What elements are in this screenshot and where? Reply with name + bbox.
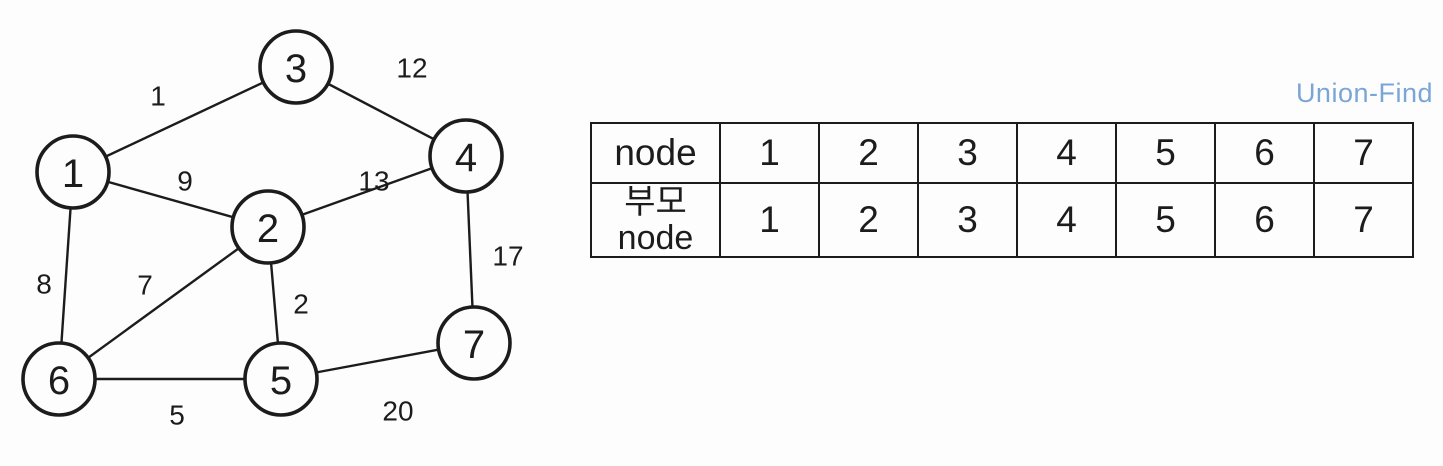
parent-node-row-cell-1: 1 [719, 181, 820, 259]
parent-node-row-cell-4: 4 [1016, 181, 1117, 259]
edge-weight-label: 9 [177, 166, 193, 197]
row-header-node-row: node [590, 122, 721, 184]
node-row-cell-6: 6 [1214, 122, 1315, 184]
node-row-cell-4: 4 [1016, 122, 1117, 184]
parent-node-row-cell-2: 2 [818, 181, 919, 259]
parent-node-row-cell-3: 3 [917, 181, 1018, 259]
edge-weight-label: 2 [293, 289, 309, 320]
graph-edge-1-3: 1 [72, 65, 297, 174]
node-label: 3 [285, 47, 307, 91]
graph-node-2: 2 [230, 189, 306, 265]
parent-node-row-cell-7: 7 [1313, 181, 1414, 259]
node-row-cell-1: 1 [719, 122, 820, 184]
edge-weight-label: 13 [358, 166, 389, 197]
node-circle [21, 341, 97, 417]
node-circle [436, 305, 512, 381]
node-circle [243, 341, 319, 417]
edge-weight-label: 8 [36, 269, 52, 300]
graph-edge-2-6: 7 [58, 226, 269, 380]
edge-weight-label: 12 [396, 53, 427, 84]
edge-weight-label: 1 [150, 81, 166, 112]
edge-weight-label: 17 [492, 241, 523, 272]
union-find-title: Union-Find [1295, 78, 1433, 108]
node-row-cell-7: 7 [1313, 122, 1414, 184]
node-circle [35, 134, 111, 210]
node-label: 5 [270, 359, 292, 403]
row-header-line: node [617, 219, 694, 258]
edge-weight-label: 5 [169, 400, 185, 431]
node-circle [258, 29, 334, 105]
node-label: 1 [62, 152, 84, 196]
node-label: 7 [463, 323, 485, 367]
graph-node-1: 1 [35, 134, 111, 210]
graph-node-4: 4 [428, 118, 504, 194]
node-row-cell-5: 5 [1115, 122, 1216, 184]
graph-node-3: 3 [258, 29, 334, 105]
node-label: 2 [257, 207, 279, 251]
graph-node-6: 6 [21, 341, 97, 417]
row-header-line: 부모 [624, 183, 687, 221]
node-row-cell-2: 2 [818, 122, 919, 184]
graph-node-7: 7 [436, 305, 512, 381]
parent-node-row-cell-5: 5 [1115, 181, 1216, 259]
parent-node-row-cell-6: 6 [1214, 181, 1315, 259]
edge-line [58, 226, 269, 380]
node-label: 6 [48, 359, 70, 403]
node-circle [230, 189, 306, 265]
edge-weight-label: 20 [382, 396, 413, 427]
node-label: 4 [455, 136, 477, 180]
node-circle [428, 118, 504, 194]
graph-node-5: 5 [243, 341, 319, 417]
node-row-cell-3: 3 [917, 122, 1018, 184]
edge-weight-label: 7 [137, 270, 153, 301]
edge-line [72, 65, 297, 174]
row-header-line: node [614, 132, 697, 174]
